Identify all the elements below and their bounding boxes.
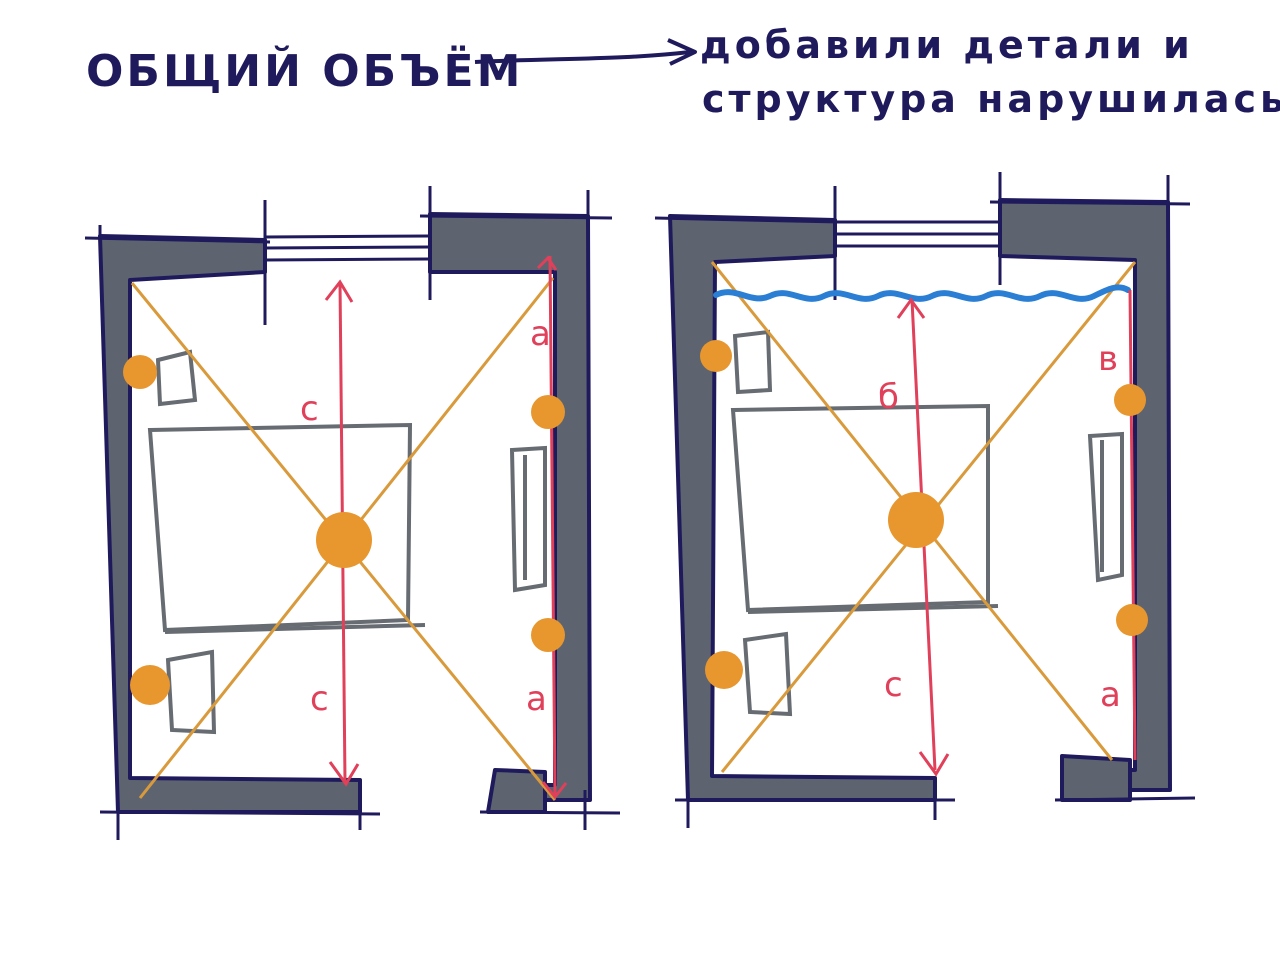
left-center-light	[316, 512, 372, 568]
left-construction-lines	[84, 190, 621, 840]
left-lights	[123, 355, 565, 705]
right-right-upper-label: в	[1098, 339, 1118, 379]
right-bed	[730, 403, 990, 613]
right-wardrobe	[1087, 431, 1124, 583]
right-wall-light	[700, 340, 732, 372]
curtain-wave	[713, 284, 1131, 302]
right-center-light	[888, 492, 944, 548]
left-nightstand-bottom	[165, 649, 217, 735]
left-window	[263, 186, 432, 325]
left-plan: с с а а	[84, 186, 621, 840]
right-plan: б с в а	[654, 172, 1196, 828]
right-construction-lines	[654, 175, 1196, 828]
right-wall-light	[1114, 384, 1146, 416]
right-lights	[700, 340, 1148, 689]
right-nightstand-bottom	[742, 631, 793, 717]
left-right-lower-label: а	[526, 679, 547, 719]
left-nightstand-top	[155, 349, 198, 407]
left-wall-right-segment	[428, 212, 592, 802]
left-wall-light	[130, 665, 170, 705]
left-wall-light	[123, 355, 157, 389]
right-nightstand-top	[732, 329, 773, 395]
header-arrow-head	[667, 38, 697, 66]
right-wall-right-segment	[998, 198, 1172, 792]
left-bed	[147, 422, 413, 633]
right-plan-walls	[668, 198, 1172, 802]
left-top-distance-label: с	[300, 389, 319, 429]
left-wall-light	[531, 618, 565, 652]
right-wall-door-stub	[1060, 754, 1132, 802]
left-right-upper-label: а	[530, 314, 551, 354]
title-general-volume: ОБЩИЙ ОБЪЁМ	[86, 44, 523, 97]
header-arrow-line	[474, 50, 691, 64]
left-wall-light	[531, 395, 565, 429]
right-wall-light	[705, 651, 743, 689]
right-bottom-distance-label: с	[884, 665, 903, 705]
right-right-lower-label: а	[1100, 675, 1121, 715]
note-line-1: добавили детали и	[700, 23, 1194, 67]
note-line-2: структура нарушилась	[702, 77, 1280, 121]
left-wardrobe	[509, 445, 547, 593]
right-window	[833, 172, 1002, 300]
header: ОБЩИЙ ОБЪЁМ добавили детали и структура …	[86, 23, 1280, 121]
left-furniture	[147, 349, 547, 735]
right-top-distance-label: б	[878, 377, 899, 417]
right-furniture	[730, 329, 1124, 717]
left-bottom-distance-label: с	[310, 679, 329, 719]
left-wall-left-segment	[98, 234, 362, 814]
right-wall-light	[1116, 604, 1148, 636]
